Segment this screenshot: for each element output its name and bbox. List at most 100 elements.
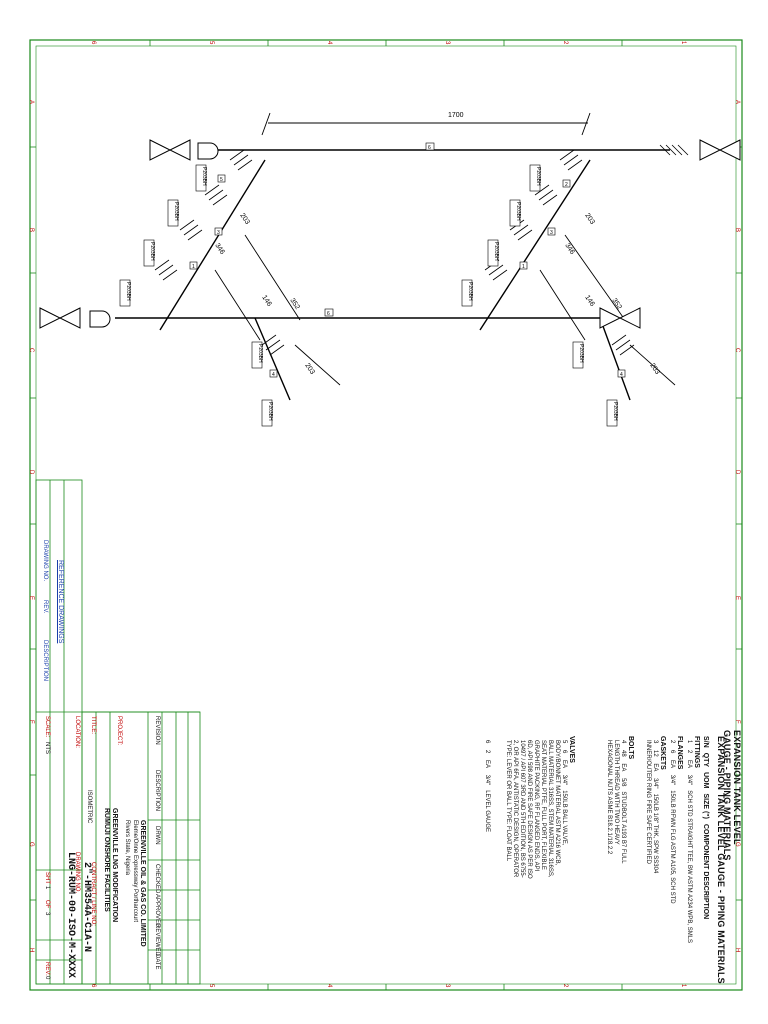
border-col-label: 5 [208,984,214,988]
border-row-label: D [28,470,34,475]
bom-cell: 3/4" [652,778,658,789]
bom-cell: EA [620,763,626,772]
flange-tag: P203BH [467,282,473,301]
level-gauge-icon [197,142,219,160]
dim-overall-text: 1700 [448,112,464,119]
border-col-label: 6 [90,41,96,45]
bom-cell: 3/4" [669,774,675,786]
bom-section-gaskets: GASKETS [659,736,666,770]
border-row-label: F [28,720,34,724]
ball-valve-icon [58,307,81,329]
flange-tag: P203BH [201,167,207,186]
border-row-label: B [734,228,740,233]
item-bubble: 6 [428,145,431,151]
bom-cell: 3/4" [686,774,692,786]
valve-symbols [39,139,741,329]
border-col-label: 1 [680,41,686,45]
border-row-label: F [734,720,740,724]
flange-tag: P203BH [493,242,499,261]
border-row-label: A [734,100,740,105]
bom-title-rot: EXPANSION TANK LEVEL GAUGE - PIPING MATE… [715,736,726,984]
bom-cell: 1 [686,740,692,744]
bom-cell: 5 [561,740,567,744]
left-lower-branch [254,317,291,401]
flange-tag: P203BH [173,202,179,221]
item-bubble: 3 [550,230,553,236]
ball-valve-icon [718,139,741,161]
border-col-label: 2 [562,41,568,45]
bom-cell: 6 [484,740,490,744]
bom-row-6: 6 2 EA 3/4" LEVEL GAUGE [483,740,490,832]
flange-tag: P203BH [257,344,263,363]
bom-cell: 12 [652,750,658,757]
border-row-label: E [28,596,34,601]
border-col-label: 2 [562,984,568,988]
border-col-label: 4 [326,41,332,45]
sheet-value: 1 [44,886,50,890]
bom-cell: 150LB 1/8" THK, SPW SS304 INNER/OUTER RI… [645,740,658,874]
rev-header-checked: CHECKED [154,864,160,894]
bom-header-qty: QTY [702,752,709,768]
ball-valve-icon [168,139,191,161]
rev-header-revision: REVISION [154,716,160,745]
title-value: ISOMETRIC [86,790,92,824]
level-gauge-icon [89,310,111,328]
flange-tag: P203BH [149,242,155,261]
flange-tag: P203BH [535,167,541,186]
border-col-label: 6 [90,984,96,988]
border-row-label: G [734,842,740,847]
flange-tag: P203BH [612,402,618,421]
border-row-label: D [734,470,740,475]
ball-valve-icon [599,307,622,329]
bom-cell: LEVEL GAUGE [484,790,490,833]
rev-header-approved: APPROVED [154,894,160,928]
bom-row-5: 5 6 EA 3/4" 150LB BALL VALVE, BODY/BONNE… [504,740,567,880]
dim-203-right-lower: 203 [648,362,660,376]
rev-header-reviewed: REVIEWED [154,924,160,957]
rev-header-date: DATE [154,954,160,970]
border-row-label: C [734,348,740,353]
ref-header-drawing-no: DRAWING NO. [42,540,48,582]
rev-header-drwn: DRWN [154,826,160,845]
bom-cell: 2 [669,740,675,744]
ball-valve-icon [149,139,172,161]
rev-value: 0 [44,976,50,980]
border-col-label: 1 [680,984,686,988]
company-address-2: Rivers State, Nigeria [124,820,130,876]
bom-title-text: EXPANSION TANK LEVEL GAUGE - PIPING MATE… [716,736,726,984]
ref-header-desc: DESCRIPTION [42,640,48,682]
border-row-label: G [28,842,34,847]
border-row-label: H [28,948,34,953]
right-diagonal-leg [479,159,591,331]
ref-header-rev: REV. [42,600,48,614]
border-row-label: E [734,596,740,601]
dim-352-right: 352 [610,297,622,311]
left-diagonal-leg [159,159,266,331]
flange-tag: P203BH [515,202,521,221]
bom-cell: EA [484,760,490,769]
project-label: PROJECT: [116,716,122,746]
company-name: GREENVILLE OIL & GAS CO. LIMITED [139,820,146,947]
sheet-label: SHT [44,872,50,884]
bom-section-flanges: FLANGES [676,736,683,770]
dim-203-left-upper: 203 [238,212,250,226]
line-number: 2"-HM354A-C1A-N [81,862,92,953]
dimension-lines [214,112,676,386]
bom-row-1: 1 2 EA 3/4" SCH STD STRAIGHT TEE, BW AST… [685,740,692,943]
flange-tag: P203BH [267,402,273,421]
dim-203-right-upper: 203 [583,212,595,226]
location-label: LOCATION: [74,716,80,748]
bom-cell: 150LB BALL VALVE, BODY/BONNET MATERIAL A… [505,740,567,879]
bom-cell: EA [669,760,675,769]
scale-value: NTS [44,742,50,754]
ball-valve-icon [618,307,641,329]
bom-cell: 150LB RFWN FLG ASTM A105, SCH STD [669,790,675,904]
bom-section-valves: VALVES [568,736,575,763]
border-row-label: C [28,348,34,353]
border-ticks [30,40,742,990]
drawing-number: LNG-RUM-00-ISO-M-XXXX [65,852,76,979]
item-bubble: 4 [272,372,275,378]
bom-cell: SCH STD STRAIGHT TEE, BW ASTM A234 WPB, … [686,790,692,944]
item-bubble: 5 [220,177,223,183]
